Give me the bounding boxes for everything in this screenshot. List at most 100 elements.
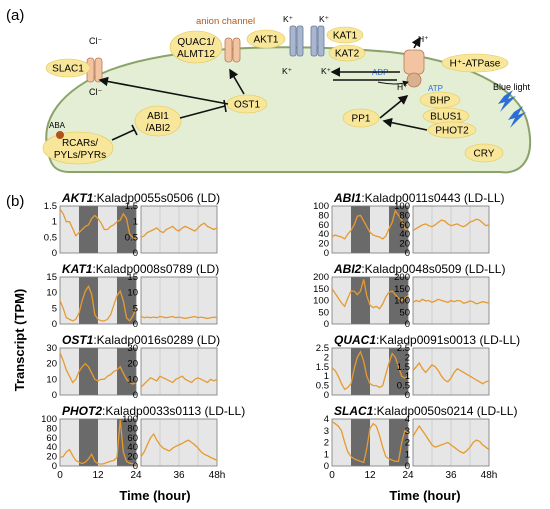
y-tick-label: 1.5 [397,362,410,373]
y-tick-label: 30 [46,343,57,354]
y-tick-label: 3 [324,426,329,437]
y-tick-label: 100 [313,296,329,307]
chart-title: ABI1:Kaladp0011s0443 (LD-LL) [333,191,505,205]
y-tick-label: 2.5 [316,343,329,354]
y-tick-label: 0 [133,390,138,401]
kat2-node: KAT2 [328,44,366,62]
night-band-2 [389,348,408,395]
series-line-ll [140,375,218,388]
y-tick-label: 2.5 [397,343,410,354]
y-tick-label: 40 [127,442,138,453]
aba-molecule: ABA [49,121,66,139]
x-tick-label: 0 [329,470,335,481]
y-tick-label: 80 [127,423,138,434]
chart-quac1: QUAC1:Kaladp0091s0013 (LD-LL)00.511.522.… [316,333,520,401]
y-axis-label: Transcript (TPM) [12,289,27,392]
series-line-ld [331,420,409,464]
k-ion-1: K⁺ [283,14,294,24]
y-tick-label: 100 [313,201,329,212]
x-tick-label: 12 [92,470,104,481]
y-tick-label: 0 [133,461,138,472]
blue-light-label: Blue light [493,82,531,92]
chart-title: PHOT2:Kaladp0033s0113 (LD-LL) [62,404,245,418]
night-band-1 [79,277,98,324]
night-band-2 [389,277,408,324]
x-tick-label: 24 [402,470,414,481]
x-tick-label: 48h [209,470,226,481]
panel-a-label: (a) [6,7,24,24]
chart-title: KAT1:Kaladp0008s0789 (LD) [62,262,219,276]
x-tick-label: 24 [130,470,142,481]
chart-title: AKT1:Kaladp0055s0506 (LD) [61,191,220,205]
y-tick-label: 1 [324,449,329,460]
y-tick-label: 1 [324,371,329,382]
kat1-node: KAT1 [326,26,364,44]
svg-text:AKT1: AKT1 [253,35,278,46]
y-tick-label: 0 [324,319,329,330]
k-ion-4: K⁺ [321,66,332,76]
y-tick-label: 0 [52,390,57,401]
y-tick-label: 1.5 [44,201,57,212]
plot-frame-ld [331,347,409,396]
series-line-ll [140,432,218,461]
x-axis-label-left: Time (hour) [119,488,190,503]
series-line-ld [59,419,137,465]
y-tick-label: 4 [405,414,410,425]
y-tick-label: 40 [318,229,329,240]
y-tick-label: 100 [394,201,410,212]
series-line-ld [59,352,137,385]
y-tick-label: 2 [405,438,410,449]
y-tick-label: 1 [133,217,138,228]
x-tick-label: 36 [173,470,185,481]
y-tick-label: 40 [46,442,57,453]
y-tick-label: 20 [46,452,57,463]
night-band-2 [117,277,136,324]
plot-frame-ld [331,205,409,254]
y-tick-label: 0 [405,390,410,401]
x-tick-label: 0 [57,470,63,481]
y-tick-label: 100 [41,414,57,425]
svg-text:BHP: BHP [430,96,451,107]
y-tick-label: 100 [122,414,138,425]
pathway-arrows [98,36,428,141]
y-tick-label: 80 [46,423,57,434]
h-atpase-pump [403,49,425,88]
series-line-ll [412,298,490,305]
y-tick-label: 0.5 [316,381,329,392]
y-tick-label: 0.5 [397,381,410,392]
y-tick-label: 10 [127,374,138,385]
series-line-ll [412,218,490,231]
chart-phot2: PHOT2:Kaladp0033s0113 (LD-LL)02040608010… [41,404,245,481]
cl-ion-out: Cl⁻ [89,36,102,46]
gene-id: :Kaladp0050s0214 (LD-LL) [373,404,517,418]
y-tick-label: 1 [405,449,410,460]
gene-name: OST1 [62,333,94,347]
plot-frame-ld [59,347,137,396]
rcar-node: RCARs/ PYLs/PYRs [42,131,114,165]
y-tick-label: 50 [318,307,329,318]
gene-id: :Kaladp0048s0509 (LD-LL) [361,262,505,276]
y-tick-label: 20 [46,359,57,370]
y-tick-label: 0 [52,248,57,259]
plot-frame-ld [331,418,409,467]
gene-name: AKT1 [61,191,94,205]
night-band-1 [351,348,370,395]
night-band-1 [79,419,98,466]
y-tick-label: 200 [313,272,329,283]
series-line-ld [59,208,137,240]
y-tick-label: 0 [324,390,329,401]
series-line-ll [412,361,490,385]
y-tick-label: 15 [46,272,57,283]
svg-text:PP1: PP1 [352,114,371,125]
y-tick-label: 40 [399,229,410,240]
quac1-node: QUAC1/ ALMT12 [169,30,223,64]
y-tick-label: 0.5 [125,232,138,243]
y-tick-label: 60 [318,220,329,231]
svg-text:ABA: ABA [49,121,66,130]
svg-text:PHOT2: PHOT2 [435,126,469,137]
series-line-ld [331,350,409,391]
chart-title: OST1:Kaladp0016s0289 (LD) [62,333,220,347]
x-tick-label: 36 [445,470,457,481]
h-ion-out: H⁺ [418,34,429,44]
